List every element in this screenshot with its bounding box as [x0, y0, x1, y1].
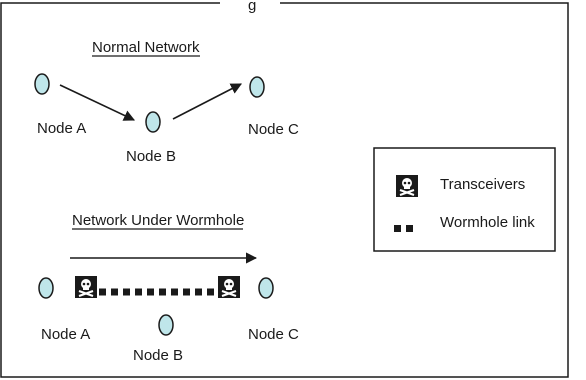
- wormhole-node-c-label: Node C: [248, 326, 299, 343]
- wormhole-node-a-label: Node A: [41, 326, 90, 343]
- normal-node-c: [249, 76, 265, 98]
- normal-node-c-label: Node C: [248, 121, 299, 138]
- normal-node-b: [145, 111, 161, 133]
- normal-node-a: [34, 73, 50, 95]
- transceiver-icon-c: [217, 275, 241, 299]
- normal-network-title: Normal Network: [92, 39, 200, 56]
- wormhole-node-b: [158, 314, 174, 336]
- normal-network-section: Normal Network Node A Node B Node C: [34, 39, 299, 165]
- legend-wormhole-link-label: Wormhole link: [440, 214, 535, 231]
- transceiver-icon-a: [74, 275, 98, 299]
- skull-crossbones-icon: [395, 174, 419, 198]
- legend: Transceivers Wormhole link: [373, 147, 556, 252]
- caption-fragment: g: [248, 0, 256, 14]
- arrow-b-to-c: [172, 83, 242, 120]
- legend-transceivers-label: Transceivers: [440, 176, 525, 193]
- caption-mask: [220, 0, 280, 6]
- wormhole-node-c: [258, 277, 274, 299]
- normal-node-b-label: Node B: [126, 148, 176, 165]
- wormhole-network-title: Network Under Wormhole: [72, 212, 244, 229]
- dashed-square-link-icon-second: [406, 225, 413, 232]
- arrow-a-to-b: [59, 84, 136, 121]
- dashed-square-link-icon: [394, 225, 401, 232]
- normal-node-a-label: Node A: [37, 120, 86, 137]
- wormhole-network-section: Network Under Wormhole Node A Node B Nod…: [38, 212, 299, 364]
- wormhole-node-a: [38, 277, 54, 299]
- legend-box: [373, 147, 556, 252]
- wormhole-node-b-label: Node B: [133, 347, 183, 364]
